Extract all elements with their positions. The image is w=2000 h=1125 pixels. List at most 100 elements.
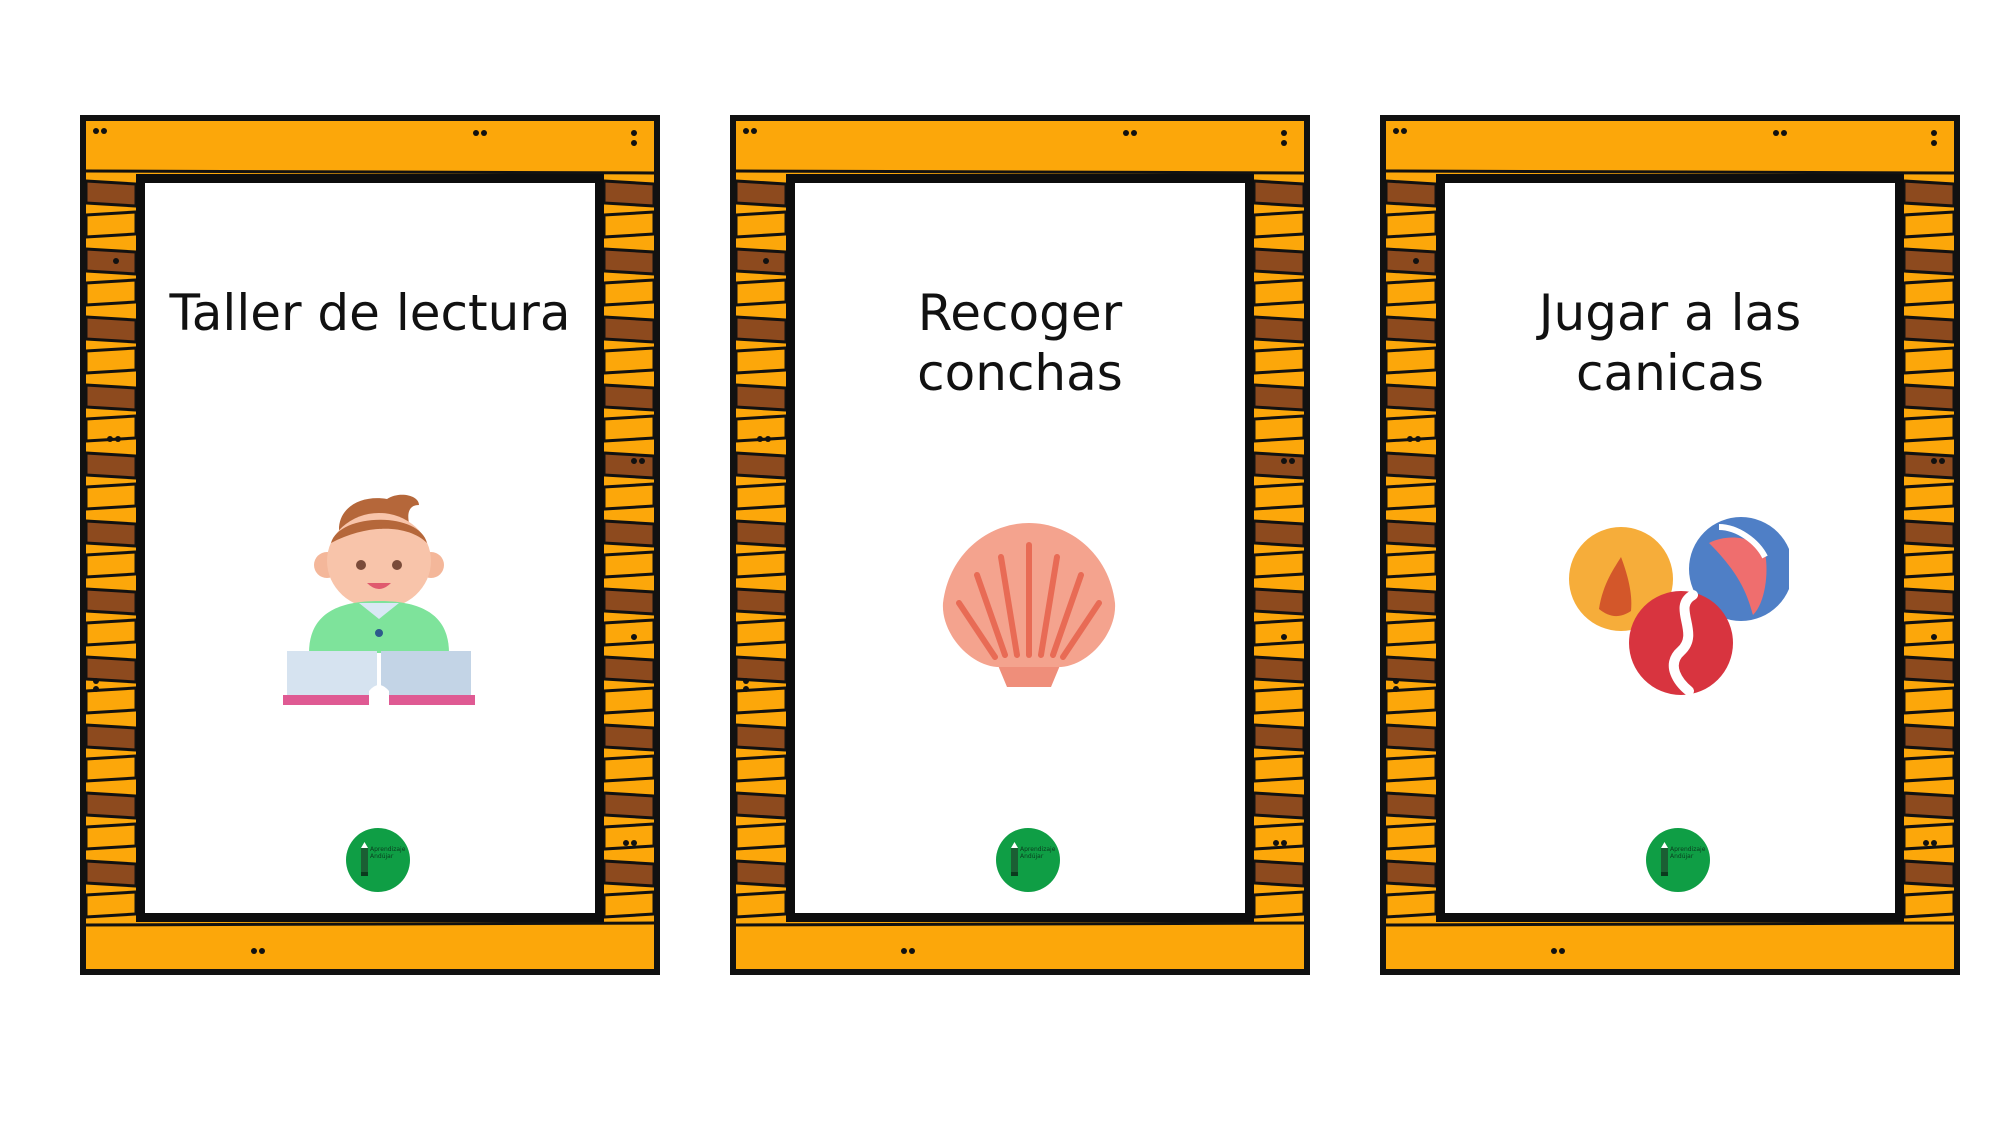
frame-plank — [602, 210, 654, 239]
nail-dot — [909, 948, 915, 954]
frame-plank — [602, 859, 654, 888]
nail-dot — [623, 840, 629, 846]
frame-plank — [736, 754, 788, 783]
nail-dot — [901, 948, 907, 954]
frame-plank — [86, 346, 138, 375]
nail-dot — [1401, 128, 1407, 134]
frame-plank — [1386, 210, 1438, 239]
frame-plank — [1386, 247, 1438, 276]
frame-plank — [1902, 859, 1954, 888]
nail-dot — [1931, 130, 1937, 136]
frame-plank — [86, 210, 138, 239]
frame-plank — [1386, 859, 1438, 888]
frame-plank — [1386, 346, 1438, 375]
nail-dot — [1393, 686, 1399, 692]
frame-edge-line — [1386, 169, 1954, 175]
frame-plank — [1252, 723, 1304, 752]
frame-plank — [1252, 179, 1304, 208]
frame-plank — [86, 723, 138, 752]
wooden-frame — [736, 128, 1304, 954]
school-logo-badge: Aprendizaje Andújar — [346, 828, 410, 892]
frame-plank — [1386, 451, 1438, 480]
frame-plank — [736, 723, 788, 752]
frame-plank — [1902, 278, 1954, 307]
card-title: Recoger conchas — [917, 284, 1123, 402]
frame-plank — [602, 414, 654, 443]
frame-plank — [1902, 383, 1954, 412]
frame-plank — [1386, 754, 1438, 783]
card-panel: Jugar a las canicas Apren — [1436, 174, 1904, 922]
child-reading-book-icon — [269, 483, 489, 723]
frame-plank — [1902, 550, 1954, 579]
frame-edge-line — [86, 921, 654, 927]
card-panel: Taller de lectura — [136, 174, 604, 922]
frame-plank — [736, 519, 788, 548]
nail-dot — [631, 140, 637, 146]
nail-dot — [481, 130, 487, 136]
frame-plank — [86, 822, 138, 851]
nail-dot — [631, 458, 637, 464]
frame-plank — [602, 655, 654, 684]
frame-plank — [1386, 278, 1438, 307]
frame-edge-line — [736, 921, 1304, 927]
frame-plank — [86, 890, 138, 919]
frame-plank — [736, 686, 788, 715]
frame-plank — [602, 383, 654, 412]
frame-plank — [736, 383, 788, 412]
logo-text: Aprendizaje Andújar — [1020, 846, 1056, 860]
frame-plank — [602, 686, 654, 715]
frame-plank — [736, 550, 788, 579]
frame-plank — [602, 179, 654, 208]
frame-plank — [736, 655, 788, 684]
frame-plank — [602, 587, 654, 616]
frame-plank — [1902, 247, 1954, 276]
frame-plank — [1252, 278, 1304, 307]
nail-dot — [1931, 458, 1937, 464]
nail-dot — [1551, 948, 1557, 954]
frame-plank — [86, 383, 138, 412]
pencil-icon — [1661, 842, 1668, 876]
frame-plank — [86, 859, 138, 888]
frame-plank — [1902, 179, 1954, 208]
card-panel: Recoger conchas — [786, 174, 1254, 922]
frame-plank — [1902, 618, 1954, 647]
frame-plank — [736, 618, 788, 647]
frame-plank — [1252, 247, 1304, 276]
frame-plank — [86, 791, 138, 820]
frame-plank — [1386, 791, 1438, 820]
activity-card-1: Taller de lectura — [80, 115, 660, 975]
frame-plank — [1902, 482, 1954, 511]
frame-plank — [1252, 346, 1304, 375]
frame-plank — [86, 686, 138, 715]
pencil-icon — [1011, 842, 1018, 876]
frame-plank — [736, 346, 788, 375]
nail-dot — [757, 436, 763, 442]
nail-dot — [113, 258, 119, 264]
nail-dot — [1281, 130, 1287, 136]
frame-plank — [1252, 890, 1304, 919]
nail-dot — [1281, 840, 1287, 846]
frame-plank — [1252, 686, 1304, 715]
frame-plank — [1902, 686, 1954, 715]
wooden-frame — [1386, 128, 1954, 954]
nail-dot — [743, 686, 749, 692]
frame-plank — [1902, 655, 1954, 684]
frame-plank — [1252, 315, 1304, 344]
frame-plank — [602, 890, 654, 919]
frame-plank — [736, 247, 788, 276]
frame-plank — [1252, 822, 1304, 851]
frame-plank — [1386, 890, 1438, 919]
nail-dot — [639, 458, 645, 464]
frame-plank — [736, 315, 788, 344]
frame-plank — [1252, 519, 1304, 548]
nail-dot — [1407, 436, 1413, 442]
frame-plank — [602, 346, 654, 375]
school-logo-badge: Aprendizaje Andújar — [996, 828, 1060, 892]
frame-plank — [1902, 890, 1954, 919]
frame-plank — [1386, 179, 1438, 208]
nail-dot — [1939, 458, 1945, 464]
frame-plank — [602, 247, 654, 276]
nail-dot — [1781, 130, 1787, 136]
frame-plank — [86, 587, 138, 616]
frame-plank — [1252, 210, 1304, 239]
